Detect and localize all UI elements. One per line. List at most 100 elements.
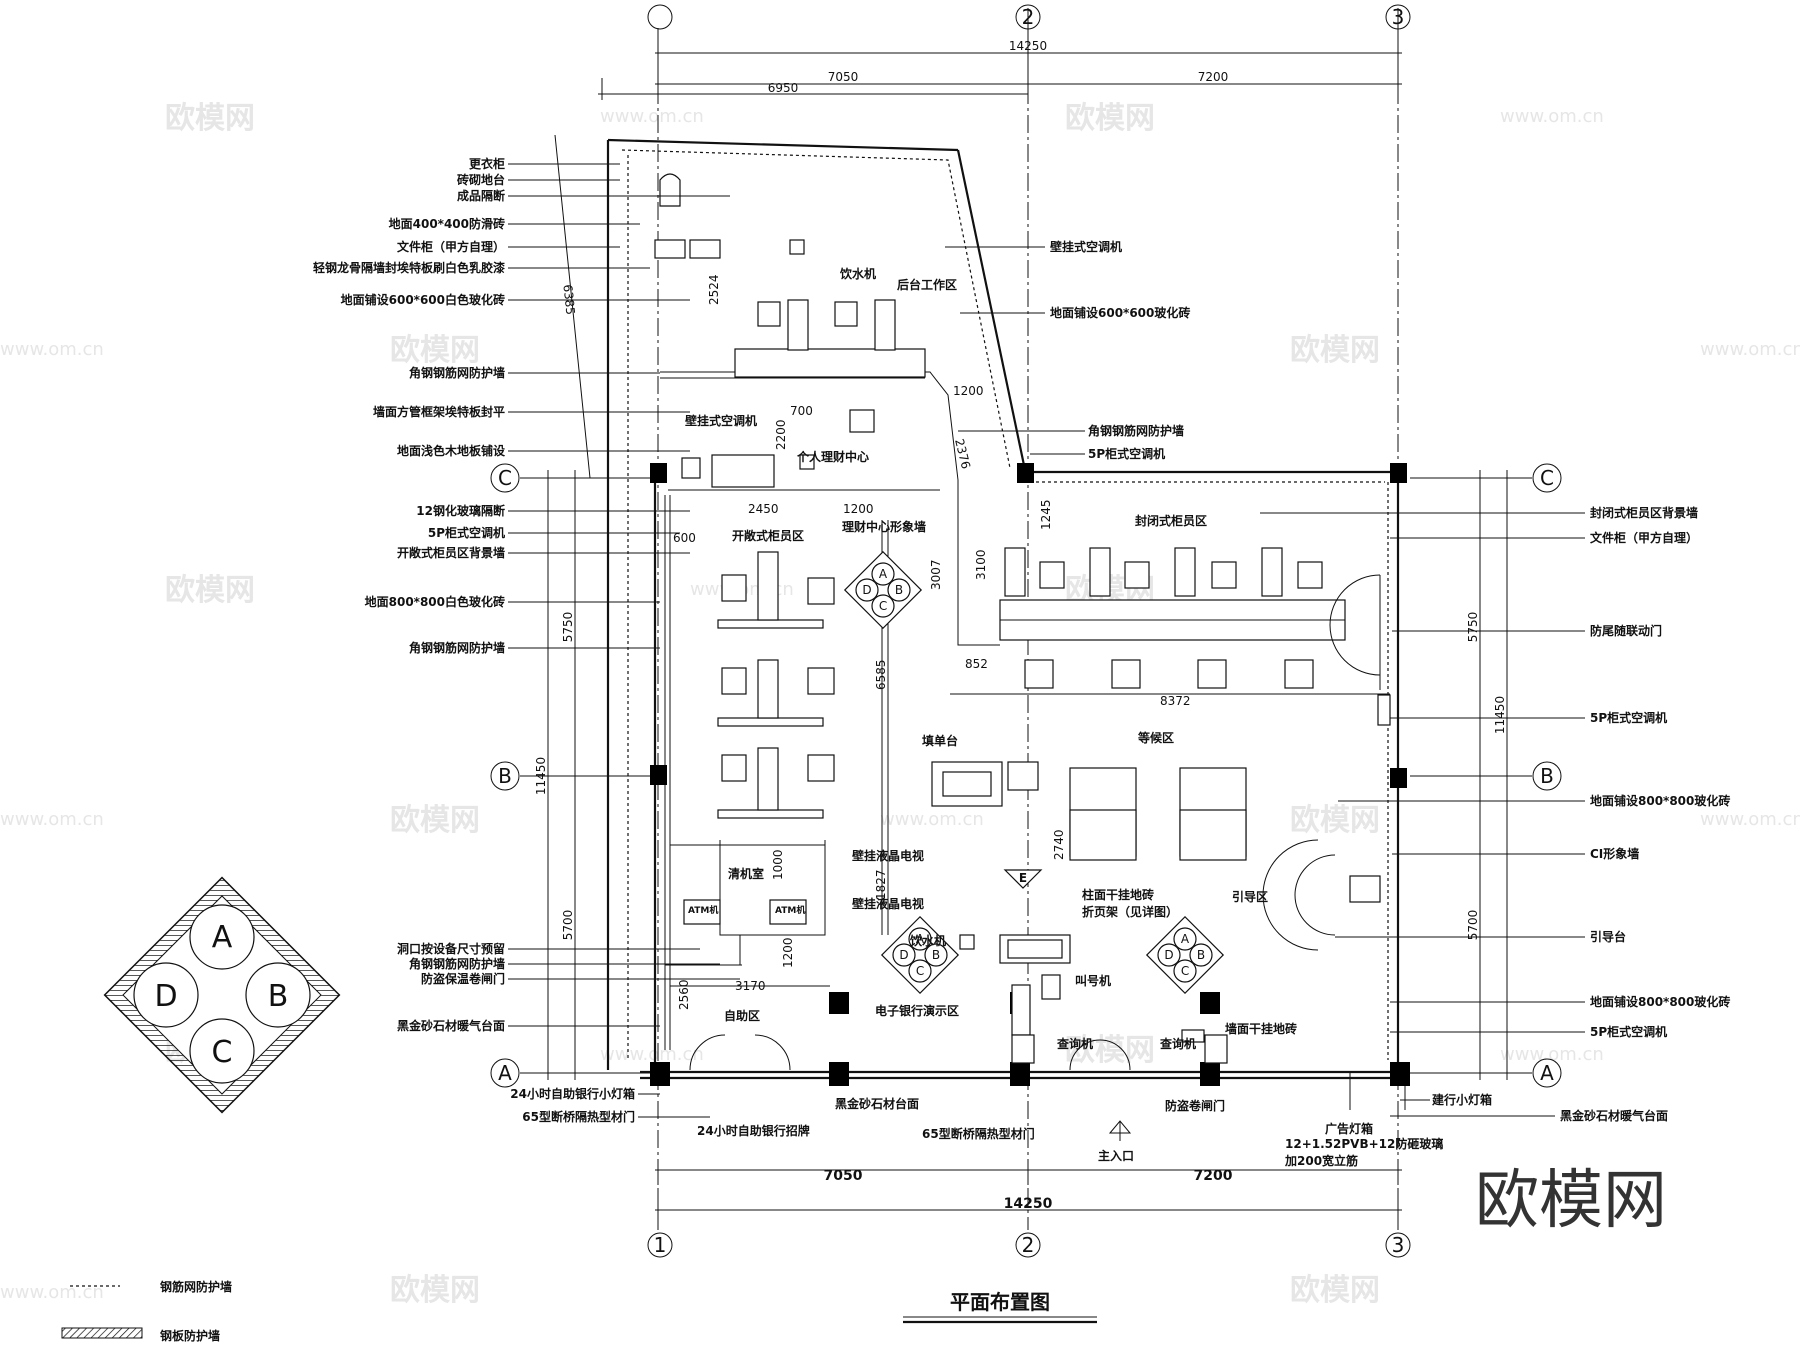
svg-text:5700: 5700 bbox=[561, 910, 575, 941]
dim-text: 6950 bbox=[768, 81, 799, 95]
svg-text:防盗保温卷闸门: 防盗保温卷闸门 bbox=[421, 971, 505, 986]
svg-text:B: B bbox=[895, 583, 903, 597]
room-label: 查询机 bbox=[1056, 1036, 1093, 1051]
legend-swatch-hatched bbox=[61, 1327, 143, 1339]
column bbox=[1010, 1062, 1030, 1086]
svg-text:成品隔断: 成品隔断 bbox=[457, 188, 505, 203]
room-label: 壁挂液晶电视 bbox=[852, 848, 924, 863]
svg-text:700: 700 bbox=[790, 404, 813, 418]
room-label: 广告灯箱 bbox=[1325, 1121, 1373, 1136]
column bbox=[650, 463, 667, 483]
diamond-symbols: A B C D A B C D A B C D E bbox=[843, 550, 1225, 995]
svg-text:3007: 3007 bbox=[929, 559, 943, 590]
svg-text:D: D bbox=[899, 948, 908, 962]
room-label: 饮水机 bbox=[839, 266, 876, 281]
svg-text:B: B bbox=[1197, 948, 1205, 962]
svg-text:墙面方管框架埃特板封平: 墙面方管框架埃特板封平 bbox=[373, 404, 505, 419]
svg-text:5750: 5750 bbox=[561, 612, 575, 643]
room-label: ATM机 bbox=[688, 904, 718, 916]
marker-e: E bbox=[1019, 871, 1027, 885]
watermark-url: www.om.cn bbox=[1700, 809, 1800, 830]
watermark-url: www.om.cn bbox=[1700, 339, 1800, 360]
column bbox=[829, 1062, 849, 1086]
room-label: 清机室 bbox=[728, 866, 764, 881]
svg-text:A: A bbox=[498, 1061, 512, 1085]
svg-text:11450: 11450 bbox=[1493, 696, 1507, 734]
room-label: 饮水机 bbox=[909, 933, 946, 948]
self-service-furniture bbox=[683, 899, 1228, 1071]
svg-text:7050: 7050 bbox=[824, 1168, 863, 1184]
svg-text:1000: 1000 bbox=[771, 849, 785, 880]
room-label: 墙面干挂地砖 bbox=[1225, 1021, 1297, 1036]
svg-text:1200: 1200 bbox=[953, 384, 984, 398]
svg-text:角钢钢筋网防护墙: 角钢钢筋网防护墙 bbox=[1088, 423, 1184, 438]
watermark-logo: 欧模网 bbox=[390, 1273, 480, 1308]
svg-text:开敞式柜员区背景墙: 开敞式柜员区背景墙 bbox=[397, 545, 505, 560]
svg-text:C: C bbox=[1181, 964, 1189, 978]
svg-text:A: A bbox=[212, 920, 233, 955]
svg-text:砖砌地台: 砖砌地台 bbox=[457, 172, 505, 187]
right-leader-labels: 壁挂式空调机 地面铺设600*600玻化砖 角钢钢筋网防护墙 5P柜式空调机 封… bbox=[945, 239, 1730, 1123]
svg-text:A: A bbox=[879, 567, 888, 581]
waiting-area-furniture bbox=[931, 761, 1381, 951]
room-label: 加200宽立筋 bbox=[1284, 1153, 1358, 1168]
svg-text:地面浅色木地板铺设: 地面浅色木地板铺设 bbox=[397, 443, 506, 458]
svg-text:2560: 2560 bbox=[677, 979, 691, 1010]
svg-text:5700: 5700 bbox=[1466, 910, 1480, 941]
column bbox=[829, 992, 849, 1014]
room-labels: 后台工作区 壁挂式空调机 饮水机 个人理财中心 理财中心形象墙 开敞式柜员区 封… bbox=[685, 266, 1443, 1168]
diamond-mark: A B C D bbox=[880, 915, 960, 995]
svg-text:1200: 1200 bbox=[781, 937, 795, 968]
watermark-logo: 欧模网 bbox=[390, 803, 480, 838]
svg-text:D: D bbox=[154, 979, 177, 1014]
diamond-mark: A B C D bbox=[843, 550, 923, 630]
column bbox=[1390, 768, 1407, 788]
watermark-url: www.om.cn bbox=[1500, 1044, 1604, 1065]
svg-text:更衣柜: 更衣柜 bbox=[469, 156, 505, 171]
svg-text:防尾随联动门: 防尾随联动门 bbox=[1590, 623, 1662, 638]
svg-text:地面400*400防滑砖: 地面400*400防滑砖 bbox=[389, 216, 505, 231]
room-label: 查询机 bbox=[1159, 1036, 1196, 1051]
svg-text:3: 3 bbox=[1392, 1233, 1405, 1257]
room-label: 理财中心形象墙 bbox=[842, 519, 926, 534]
room-label: 12+1.52PVB+12防砸玻璃 bbox=[1285, 1136, 1443, 1151]
svg-text:2524: 2524 bbox=[707, 274, 721, 305]
svg-text:洞口按设备尺寸预留: 洞口按设备尺寸预留 bbox=[397, 941, 505, 956]
room-label: 等候区 bbox=[1137, 730, 1174, 745]
column bbox=[1200, 992, 1220, 1014]
svg-text:C: C bbox=[916, 964, 924, 978]
svg-text:6585: 6585 bbox=[874, 659, 888, 690]
watermark-logo: 欧模网 bbox=[1065, 101, 1155, 136]
svg-text:2200: 2200 bbox=[774, 419, 788, 450]
bottom-dimensions: 7050 7200 14250 1 2 3 bbox=[647, 1160, 1411, 1258]
watermark-logo: 欧模网 bbox=[1065, 1033, 1155, 1068]
column bbox=[1390, 1062, 1410, 1086]
svg-text:5P柜式空调机: 5P柜式空调机 bbox=[428, 525, 505, 540]
svg-text:B: B bbox=[1540, 764, 1554, 788]
room-label: 壁挂式空调机 bbox=[685, 413, 757, 428]
column bbox=[1390, 463, 1407, 483]
svg-text:B: B bbox=[268, 979, 289, 1014]
svg-text:1: 1 bbox=[654, 1233, 667, 1257]
svg-text:5P柜式空调机: 5P柜式空调机 bbox=[1590, 1024, 1667, 1039]
svg-text:3100: 3100 bbox=[974, 549, 988, 580]
legend-label: 钢筋网防护墙 bbox=[160, 1279, 232, 1294]
watermark-url: www.om.cn bbox=[880, 809, 984, 830]
room-label: 主入口 bbox=[1098, 1148, 1134, 1163]
svg-text:5P柜式空调机: 5P柜式空调机 bbox=[1088, 446, 1165, 461]
room-label: 折页架（见详图） bbox=[1082, 904, 1178, 919]
column bbox=[650, 765, 667, 785]
svg-text:A: A bbox=[1181, 932, 1190, 946]
watermark-logo: 欧模网 bbox=[1290, 803, 1380, 838]
legend-label: 钢板防护墙 bbox=[160, 1328, 220, 1343]
svg-text:C: C bbox=[879, 599, 887, 613]
legend: 钢筋网防护墙 钢板防护墙 bbox=[61, 1279, 232, 1343]
svg-text:A: A bbox=[916, 932, 925, 946]
svg-text:地面铺设600*600白色玻化砖: 地面铺设600*600白色玻化砖 bbox=[341, 292, 505, 307]
svg-text:8372: 8372 bbox=[1160, 694, 1191, 708]
svg-text:D: D bbox=[862, 583, 871, 597]
watermark-url: www.om.cn bbox=[0, 809, 104, 830]
svg-text:12钢化玻璃隔断: 12钢化玻璃隔断 bbox=[416, 503, 505, 518]
watermark-url: www.om.cn bbox=[0, 339, 104, 360]
